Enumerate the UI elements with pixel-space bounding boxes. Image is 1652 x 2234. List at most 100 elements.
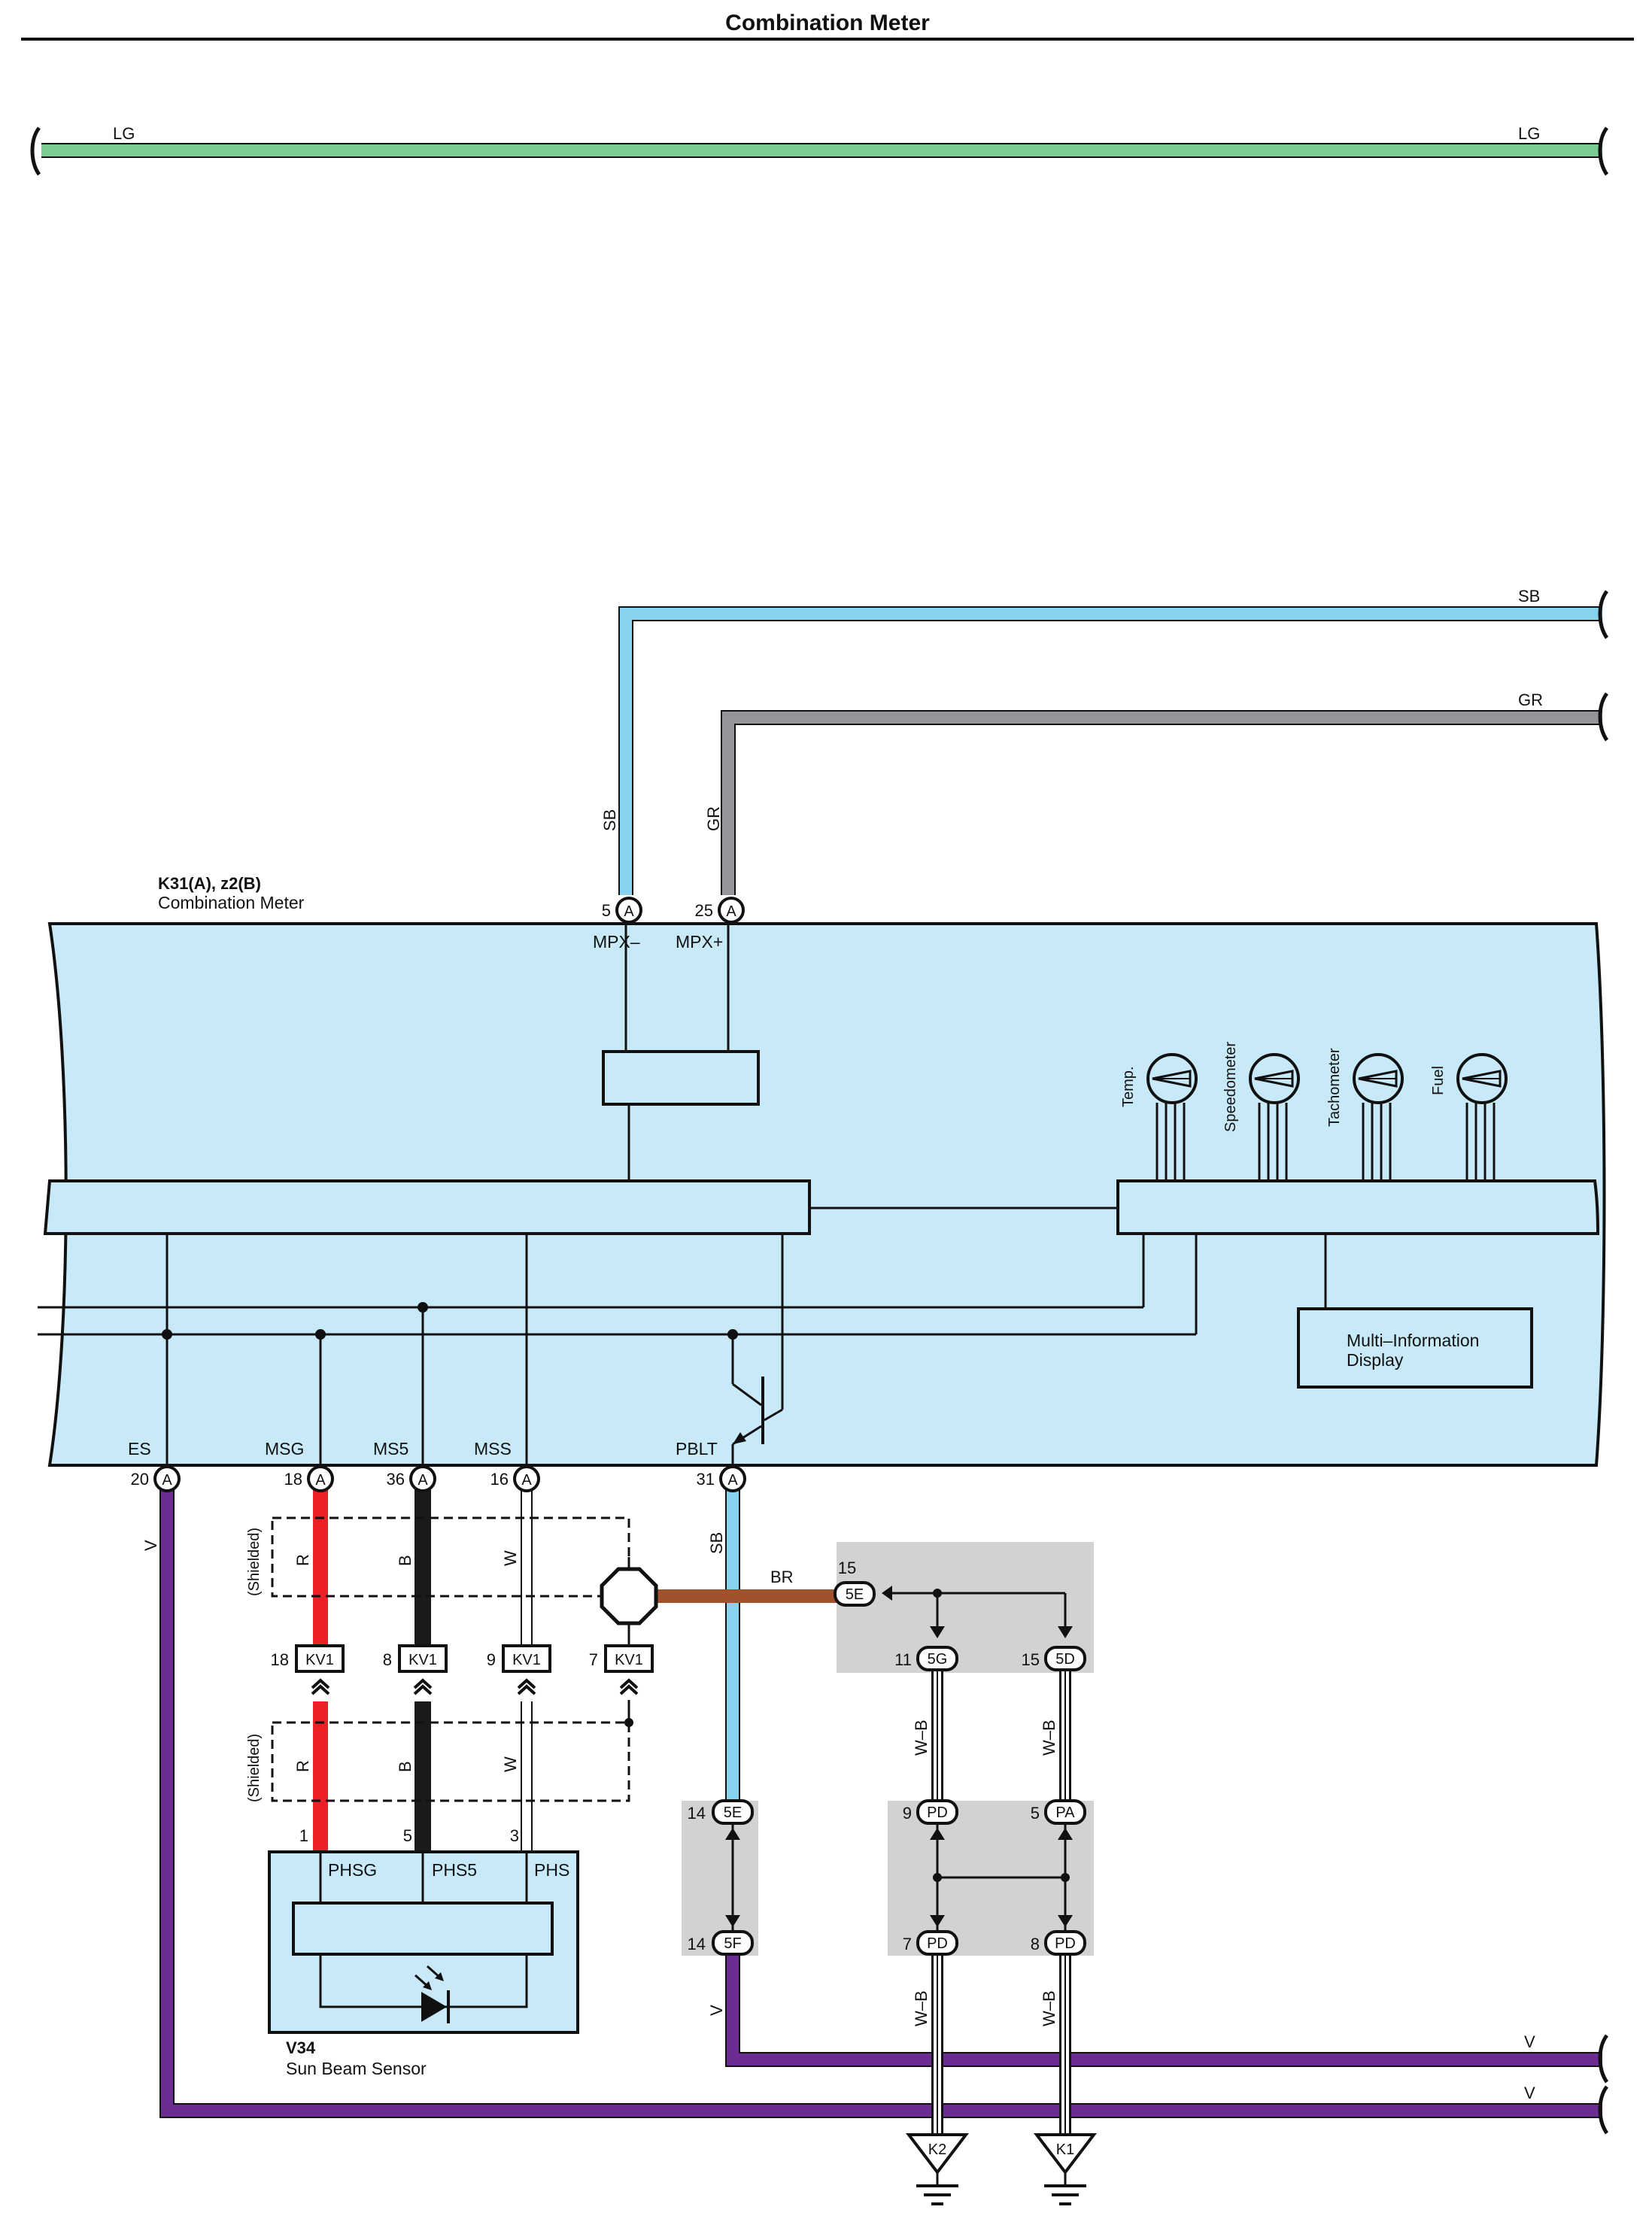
kv1-pin-18[interactable]: KV1 bbox=[295, 1644, 345, 1673]
diagram-title: Combination Meter bbox=[725, 11, 930, 35]
kv1-pin-8-code: KV1 bbox=[408, 1652, 437, 1668]
sensor-ic bbox=[292, 1902, 554, 1956]
gauge-fuel: Fuel bbox=[1430, 1053, 1508, 1181]
r-label-lower: R bbox=[293, 1760, 312, 1772]
gauge-tachometer-label: Tachometer bbox=[1326, 1048, 1343, 1127]
sensor-pin-3-signal: PHS bbox=[534, 1860, 569, 1880]
sensor-name: Sun Beam Sensor bbox=[286, 2059, 427, 2078]
sensor-pin-3-number: 3 bbox=[510, 1826, 519, 1845]
pin-18-number: 18 bbox=[284, 1470, 302, 1489]
ground-k2-label: K2 bbox=[928, 2141, 946, 2158]
v-wire-pblt[interactable] bbox=[725, 1956, 1602, 2067]
junction-pa-5-code: PA bbox=[1055, 1805, 1075, 1821]
kv1-pin-18-code: KV1 bbox=[305, 1652, 334, 1668]
wb-label-right-lower: W–B bbox=[1040, 1990, 1058, 2026]
ground-k1-label: K1 bbox=[1056, 2141, 1074, 2158]
communication-ic bbox=[602, 1050, 760, 1106]
pin-5-signal: MPX– bbox=[593, 932, 640, 952]
kv1-pin-9-code: KV1 bbox=[512, 1652, 541, 1668]
b-label-upper: B bbox=[396, 1555, 415, 1566]
kv1-pin-9-chevron bbox=[517, 1679, 536, 1695]
kv1-pin-7-code: KV1 bbox=[615, 1652, 643, 1668]
pin-18-msg[interactable]: A bbox=[307, 1465, 334, 1492]
pin-31-pblt[interactable]: A bbox=[719, 1465, 746, 1492]
junction-pa-5-pin: 5 bbox=[1031, 1804, 1040, 1823]
pin-20-signal: ES bbox=[128, 1439, 151, 1458]
pin-5-mpx-minus[interactable]: A bbox=[615, 897, 642, 924]
gr-label-right: GR bbox=[1518, 691, 1543, 709]
ms5-junction-dot bbox=[418, 1302, 428, 1313]
kv1-pin-18-number: 18 bbox=[271, 1650, 289, 1669]
junction-pd-9-pin: 9 bbox=[903, 1804, 912, 1823]
junction-pd-7[interactable]: PD bbox=[916, 1930, 958, 1956]
junction-5f[interactable]: 5F bbox=[712, 1930, 754, 1956]
kv1-pin-8[interactable]: KV1 bbox=[398, 1644, 448, 1673]
junction-pd-8[interactable]: PD bbox=[1044, 1930, 1086, 1956]
pin-16-mss[interactable]: A bbox=[513, 1465, 540, 1492]
junction-5d[interactable]: 5D bbox=[1044, 1646, 1086, 1671]
splice-pd-dot-left bbox=[933, 1873, 942, 1882]
lg-break-left bbox=[30, 126, 41, 176]
pin-31-number: 31 bbox=[697, 1470, 715, 1489]
pin-31-signal: PBLT bbox=[676, 1439, 718, 1458]
shield-box-upper bbox=[271, 1516, 630, 1598]
junction-pd-9[interactable]: PD bbox=[916, 1799, 958, 1825]
w-label-lower: W bbox=[501, 1756, 520, 1772]
pin-16-signal: MSS bbox=[474, 1439, 512, 1458]
shielded-label-upper: (Shielded) bbox=[246, 1528, 263, 1596]
meter-name: Combination Meter bbox=[158, 893, 305, 912]
msg-junction-dot bbox=[315, 1329, 326, 1340]
gr-mpx-wire[interactable] bbox=[721, 710, 1602, 895]
wb-label-left-lower: W–B bbox=[912, 1990, 931, 2026]
junction-pd-8-code: PD bbox=[1055, 1935, 1076, 1952]
pin-18-signal: MSG bbox=[265, 1439, 304, 1458]
junction-5e-mid-code: 5E bbox=[724, 1805, 742, 1821]
sb-pblt-label: SB bbox=[707, 1532, 726, 1554]
junction-pd-8-pin: 8 bbox=[1031, 1935, 1040, 1953]
gauge-speedometer: Speedometer bbox=[1222, 1042, 1300, 1181]
kv1-pin-9[interactable]: KV1 bbox=[502, 1644, 551, 1673]
sensor-pin-1-number: 1 bbox=[299, 1826, 308, 1845]
lg-label-left: LG bbox=[113, 124, 135, 143]
b-label-lower: B bbox=[396, 1761, 415, 1772]
junction-pd-9-code: PD bbox=[927, 1805, 948, 1821]
kv1-pin-7-chevron bbox=[619, 1679, 639, 1695]
junction-5e-mid[interactable]: 5E bbox=[712, 1799, 754, 1825]
sb-break-right bbox=[1598, 590, 1609, 639]
pin-5-connector-letter: A bbox=[624, 903, 634, 920]
kv1-pin-8-chevron bbox=[413, 1679, 433, 1695]
cpu-block bbox=[43, 1179, 811, 1235]
kv1-pin-7[interactable]: KV1 bbox=[604, 1644, 654, 1673]
sb-mpx-wire[interactable] bbox=[618, 606, 1602, 895]
pin-16-number: 16 bbox=[490, 1470, 509, 1489]
pin-25-mpx-plus[interactable]: A bbox=[718, 897, 745, 924]
v-wire-es[interactable] bbox=[159, 1482, 1602, 2118]
pin-20-es[interactable]: A bbox=[153, 1465, 181, 1492]
wb-label-right-upper: W–B bbox=[1040, 1720, 1058, 1756]
kv1-pin-9-number: 9 bbox=[487, 1650, 496, 1669]
sensor-pin-5-signal: PHS5 bbox=[432, 1860, 477, 1880]
junction-pa-5[interactable]: PA bbox=[1044, 1799, 1086, 1825]
combination-meter-body bbox=[47, 922, 1606, 1467]
photodiode-icon bbox=[319, 1954, 528, 2023]
pin-36-connector-letter: A bbox=[418, 1472, 428, 1489]
kv1-pin-7-number: 7 bbox=[589, 1650, 598, 1669]
v-pblt-label-vertical: V bbox=[707, 2005, 726, 2016]
pin-25-number: 25 bbox=[695, 901, 713, 920]
splice-5e-arrow bbox=[882, 1586, 892, 1601]
gauge-fuel-label: Fuel bbox=[1430, 1066, 1447, 1095]
pin-36-number: 36 bbox=[387, 1470, 405, 1489]
junction-5e-top[interactable]: 5E bbox=[834, 1581, 876, 1607]
pin-36-ms5[interactable]: A bbox=[409, 1465, 436, 1492]
gauge-temp: Temp. bbox=[1120, 1053, 1198, 1181]
multi-information-display bbox=[1297, 1307, 1533, 1389]
junction-5g[interactable]: 5G bbox=[916, 1646, 958, 1671]
pin-18-connector-letter: A bbox=[315, 1472, 326, 1489]
pin-25-connector-letter: A bbox=[726, 903, 736, 920]
splice-area-5e-5f bbox=[682, 1801, 758, 1956]
pin-25-signal: MPX+ bbox=[676, 932, 723, 952]
junction-5g-pin: 11 bbox=[894, 1650, 912, 1669]
meter-id: K31(A), z2(B) bbox=[158, 874, 261, 893]
pin-36-signal: MS5 bbox=[373, 1439, 408, 1458]
pin-16-connector-letter: A bbox=[521, 1472, 532, 1489]
